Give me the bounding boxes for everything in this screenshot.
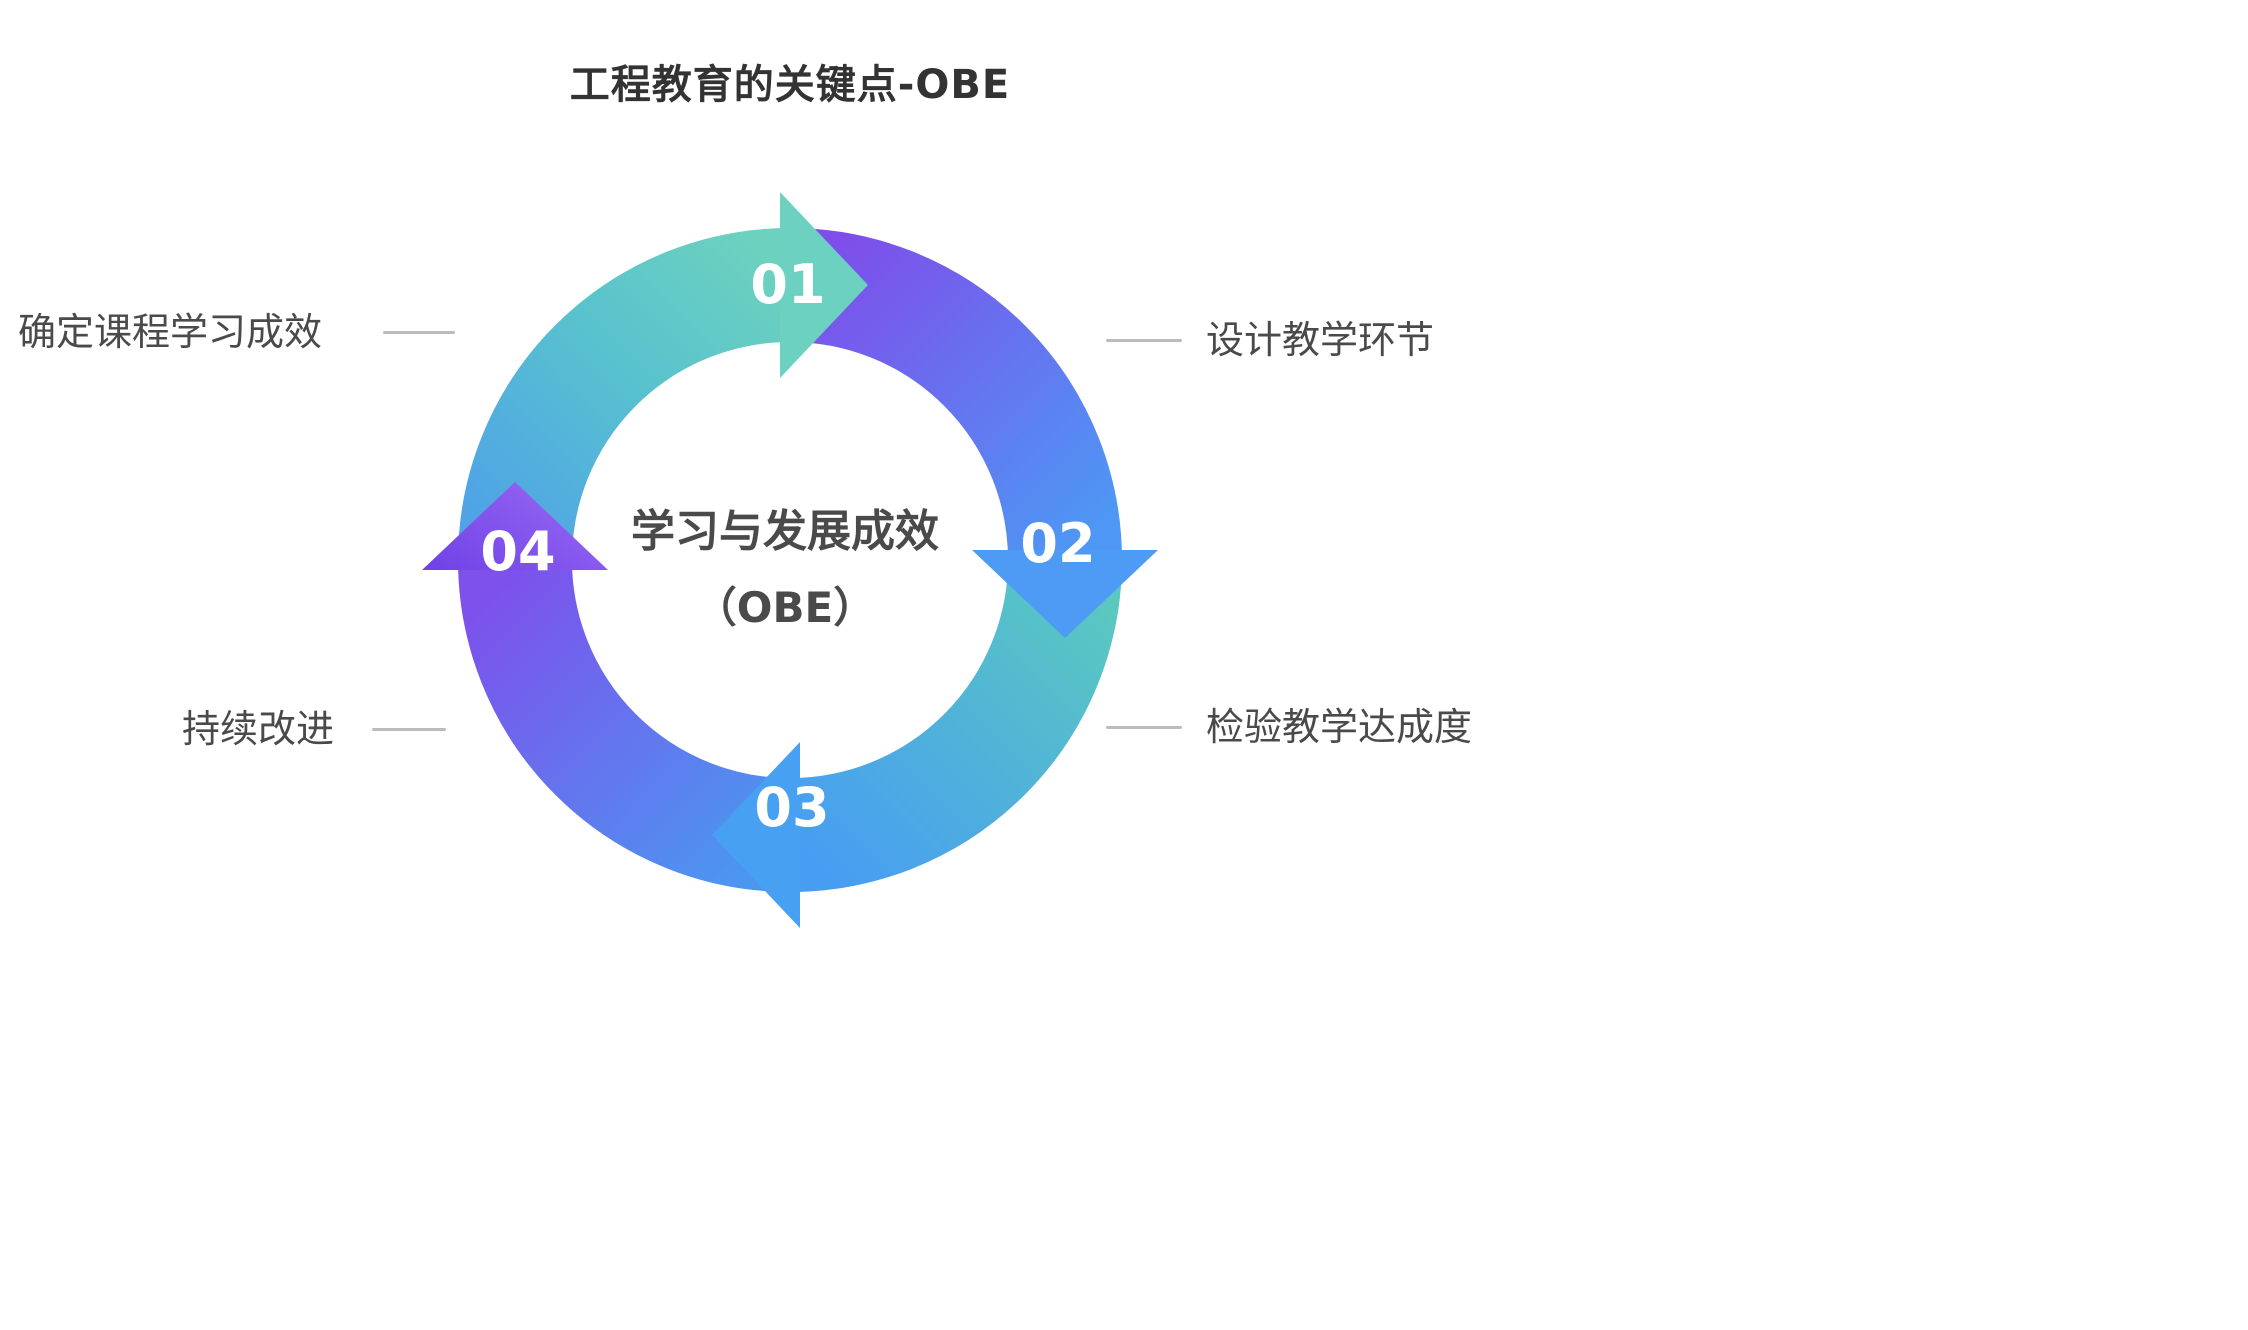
step-label-02: 设计教学环节 (1206, 318, 1435, 362)
step-number-01: 01 (750, 253, 825, 316)
connector-line-01 (383, 331, 455, 334)
step-label-01: 确定课程学习成效 (18, 310, 323, 354)
center-text-line2: （OBE） (695, 583, 875, 632)
step-label-03: 检验教学达成度 (1206, 705, 1473, 749)
step-number-02: 02 (1020, 512, 1095, 575)
step-label-04: 持续改进 (182, 707, 335, 751)
connector-line-04 (372, 728, 446, 731)
arrow-step-02-icon (972, 550, 1158, 638)
center-text-line1: 学习与发展成效 (631, 506, 939, 557)
diagram-title: 工程教育的关键点-OBE (569, 62, 1011, 108)
arrow-step-04-icon (422, 482, 608, 570)
connector-line-02 (1106, 339, 1182, 342)
step-number-04: 04 (480, 520, 555, 583)
arrow-step-01-icon (780, 192, 868, 378)
connector-line-03 (1106, 726, 1182, 729)
step-number-03: 03 (754, 776, 829, 839)
arrow-step-03-icon (712, 742, 800, 928)
